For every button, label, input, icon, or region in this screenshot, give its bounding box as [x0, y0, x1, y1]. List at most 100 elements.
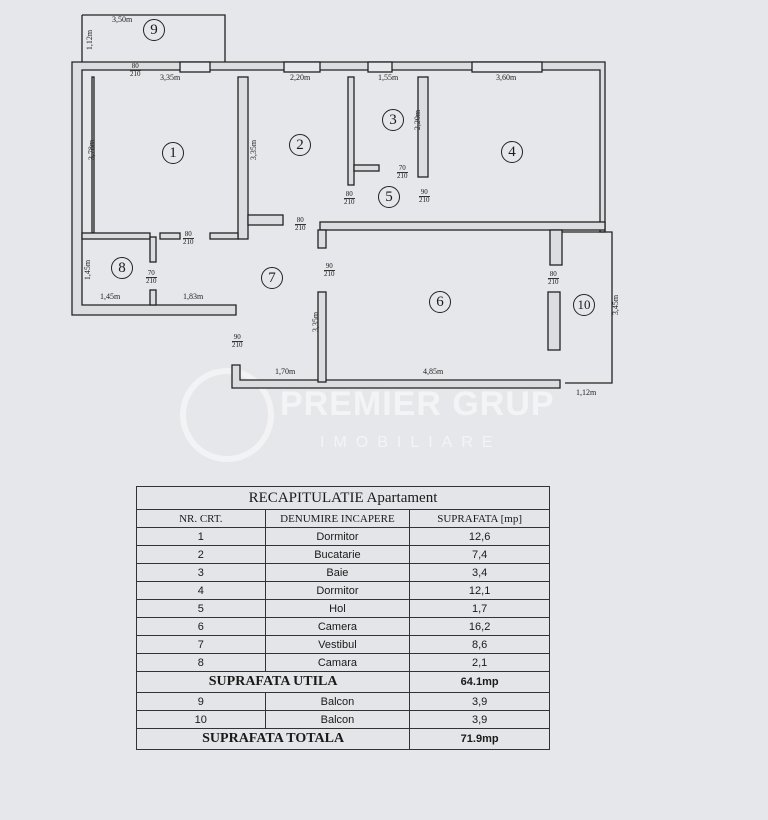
cell: 2,1 — [409, 653, 550, 672]
dimension-label: 4,85m — [423, 367, 444, 376]
table-title: RECAPITULATIE Apartament — [136, 486, 550, 510]
dimension-label: 3,35m — [160, 73, 181, 82]
cell: Balcon — [264, 692, 411, 711]
cell: 8,6 — [409, 635, 550, 654]
window — [367, 61, 393, 73]
total-area-label: SUPRAFATA TOTALA — [135, 728, 411, 750]
cell: 3,4 — [409, 563, 550, 582]
balcony-9-outline — [82, 14, 226, 62]
cell: 4 — [136, 581, 266, 600]
cell: 3,9 — [409, 710, 550, 729]
interior-wall — [209, 232, 239, 240]
cell: Balcon — [264, 710, 411, 729]
cell: 9 — [136, 692, 266, 711]
interior-wall — [149, 289, 157, 306]
cell: Vestibul — [264, 635, 411, 654]
cell: Dormitor — [264, 581, 411, 600]
dimension-label: 3,35m — [311, 311, 321, 333]
cell: 12,6 — [409, 527, 550, 546]
interior-wall — [237, 76, 249, 240]
dimension-label: 1,55m — [378, 73, 399, 82]
room-6-marker: 6 — [429, 291, 451, 313]
watermark-brand: PREMIER GRUP — [280, 385, 555, 423]
cell: 3,9 — [409, 692, 550, 711]
interior-wall — [347, 76, 355, 186]
usable-area-value: 64.1mp — [409, 671, 550, 693]
outer-wall — [71, 61, 606, 316]
dimension-label: 1,45m — [100, 292, 121, 301]
dimension-label: 3,35m — [249, 139, 259, 161]
cell: Baie — [264, 563, 411, 582]
room-2-marker: 2 — [289, 134, 311, 156]
dimension-label: 1,70m — [275, 367, 296, 376]
floor-plan — [71, 14, 613, 389]
cell: 16,2 — [409, 617, 550, 636]
dimension-label: 1,45m — [83, 259, 93, 281]
room-4-marker: 4 — [501, 141, 523, 163]
dimension-label: 2,20m — [413, 109, 423, 131]
total-area-row: SUPRAFATA TOTALA 71.9mp — [135, 728, 550, 750]
column-header: NR. CRT. — [136, 509, 266, 528]
room-10-marker: 10 — [573, 294, 595, 316]
window — [283, 61, 321, 73]
room-3-marker: 3 — [382, 109, 404, 131]
usable-area-row: SUPRAFATA UTILA 64.1mp — [135, 671, 550, 693]
cell: 1,7 — [409, 599, 550, 618]
room-1-marker: 1 — [162, 142, 184, 164]
dimension-label: 3,78m — [87, 139, 97, 161]
cell: Camara — [264, 653, 411, 672]
cell: 3 — [136, 563, 266, 582]
usable-area-label: SUPRAFATA UTILA — [135, 671, 411, 693]
interior-wall — [417, 76, 429, 178]
room-8-marker: 8 — [111, 257, 133, 279]
column-header: SUPRAFATA [mp] — [409, 509, 550, 528]
interior-wall — [247, 214, 284, 226]
cell: Camera — [264, 617, 411, 636]
dimension-label: 3,50m — [112, 15, 133, 24]
interior-wall — [317, 291, 327, 383]
cell: 7 — [136, 635, 266, 654]
dimension-label: 1,12m — [85, 29, 95, 51]
cell: Bucatarie — [264, 545, 411, 564]
cell: 7,4 — [409, 545, 550, 564]
interior-wall — [319, 221, 606, 231]
total-area-value: 71.9mp — [409, 728, 550, 750]
cell: 5 — [136, 599, 266, 618]
room-7-marker: 7 — [261, 267, 283, 289]
table-header-row: NR. CRT. DENUMIRE INCAPERE SUPRAFATA [mp… — [136, 509, 550, 528]
watermark-sub: IMOBILIARE — [320, 434, 502, 451]
balcony-10-outline — [560, 231, 613, 384]
watermark-logo-icon — [180, 368, 274, 462]
cell: 8 — [136, 653, 266, 672]
cell: 2 — [136, 545, 266, 564]
outer-wall-bottom — [231, 364, 561, 389]
cell: 1 — [136, 527, 266, 546]
interior-wall — [317, 229, 327, 249]
area-summary-table: RECAPITULATIE Apartament NR. CRT. DENUMI… — [135, 486, 550, 750]
interior-wall — [353, 164, 380, 172]
dimension-label: 1,12m — [576, 388, 597, 397]
window — [471, 61, 543, 73]
cell: Hol — [264, 599, 411, 618]
column-header: DENUMIRE INCAPERE — [264, 509, 411, 528]
interior-wall — [549, 229, 563, 266]
dimension-label: 1,83m — [183, 292, 204, 301]
interior-wall — [159, 232, 181, 240]
